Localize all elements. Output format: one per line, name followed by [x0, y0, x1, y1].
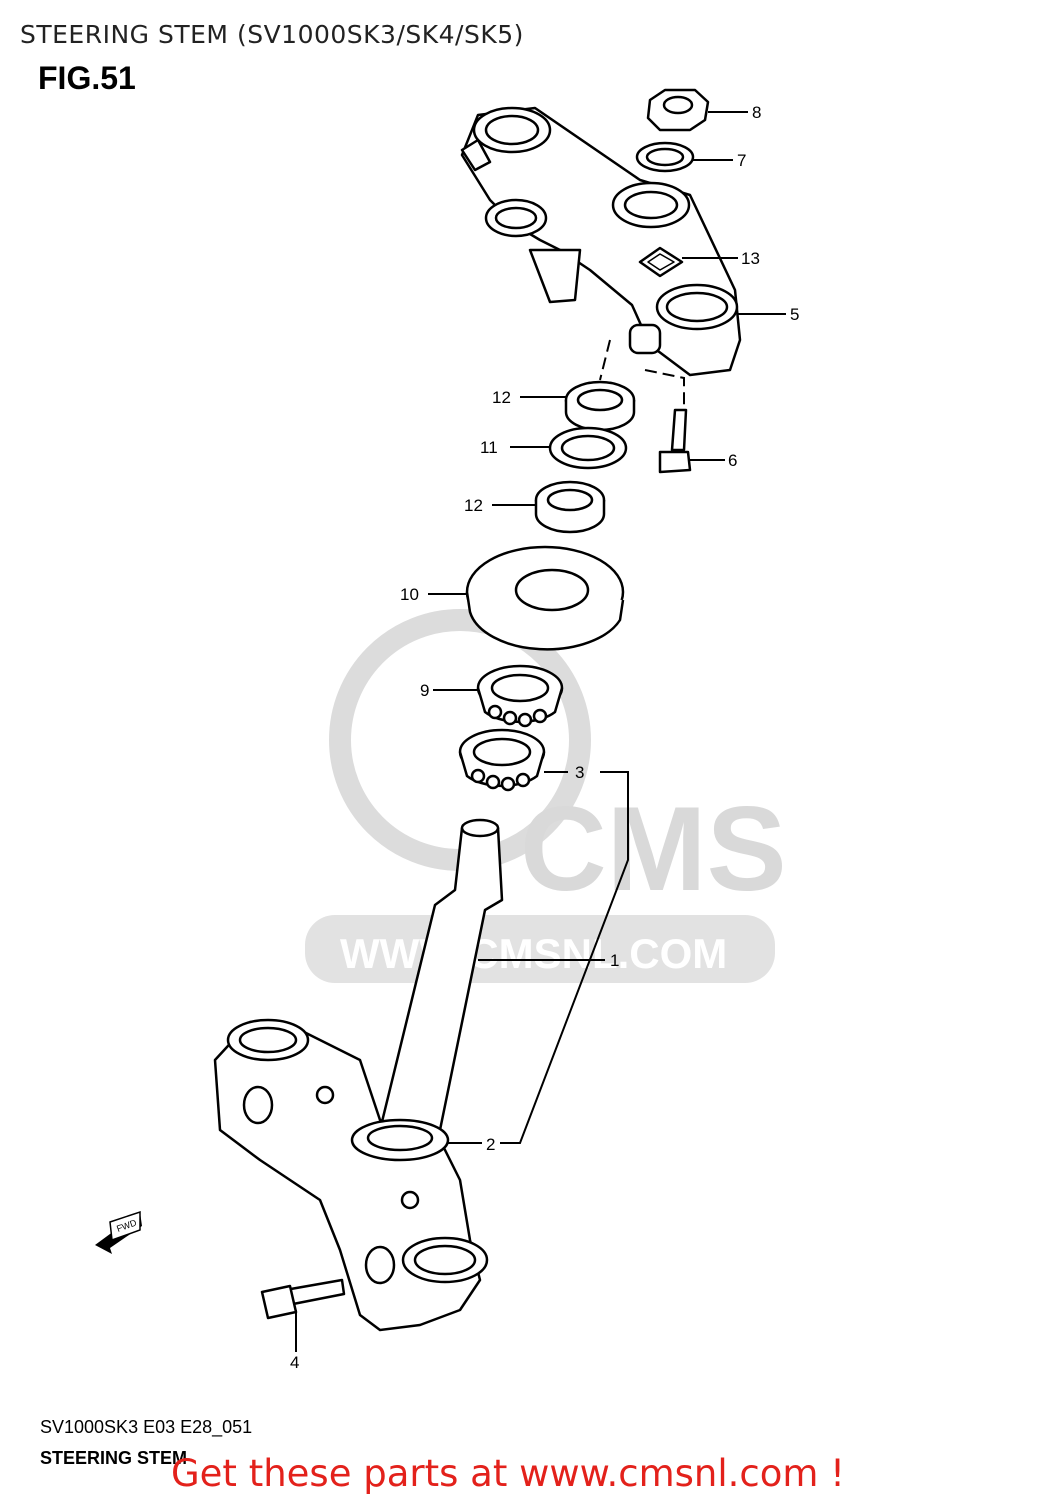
fwd-arrow-icon: FWD	[95, 1210, 142, 1254]
washer-part-7	[635, 141, 695, 173]
figure-label: FIG.51	[38, 60, 136, 96]
watermark-url: WWW.CMSNL.COM	[340, 930, 727, 977]
upper-bracket-part-5	[460, 106, 742, 377]
seal-part-2	[350, 1118, 450, 1162]
diagram-subtitle: STEERING STEM	[40, 1448, 188, 1468]
lock-nut-part-12-upper	[564, 380, 636, 432]
callout-1: 1	[610, 951, 619, 970]
callout-12-upper: 12	[492, 388, 511, 407]
callout-2: 2	[486, 1135, 495, 1154]
callout-13: 13	[741, 249, 760, 268]
bolt-part-6	[658, 408, 692, 474]
callout-5: 5	[790, 305, 799, 324]
callouts: 8 7 13 5 12 6 11 12 10 9 3 1 2 4	[290, 103, 799, 1372]
callout-7: 7	[737, 151, 746, 170]
lock-nut-part-12-lower	[534, 480, 606, 534]
watermark: CMS WWW.CMSNL.COM	[305, 609, 787, 983]
dust-seal-part-10	[465, 545, 625, 651]
label-plate-part-13	[638, 246, 684, 278]
cta-link[interactable]: Get these parts at www.cmsnl.com !	[171, 1452, 846, 1495]
bearing-part-3	[458, 728, 546, 792]
callout-6: 6	[728, 451, 737, 470]
callout-10: 10	[400, 585, 419, 604]
callout-11: 11	[480, 438, 498, 457]
lower-bracket	[213, 1018, 489, 1332]
watermark-logo: CMS	[520, 782, 787, 916]
callout-4: 4	[290, 1353, 299, 1372]
page-title: STEERING STEM (SV1000SK3/SK4/SK5)	[20, 20, 524, 49]
callout-3: 3	[575, 763, 584, 782]
diagram-code: SV1000SK3 E03 E28_051	[40, 1417, 253, 1437]
callout-12-lower: 12	[464, 496, 483, 515]
bolt-part-4	[260, 1278, 346, 1320]
washer-part-11	[548, 426, 628, 470]
bearing-part-9	[476, 664, 564, 728]
callout-8: 8	[752, 103, 761, 122]
leader-lines	[295, 111, 786, 1352]
callout-9: 9	[420, 681, 429, 700]
nut-part-8	[646, 88, 710, 132]
